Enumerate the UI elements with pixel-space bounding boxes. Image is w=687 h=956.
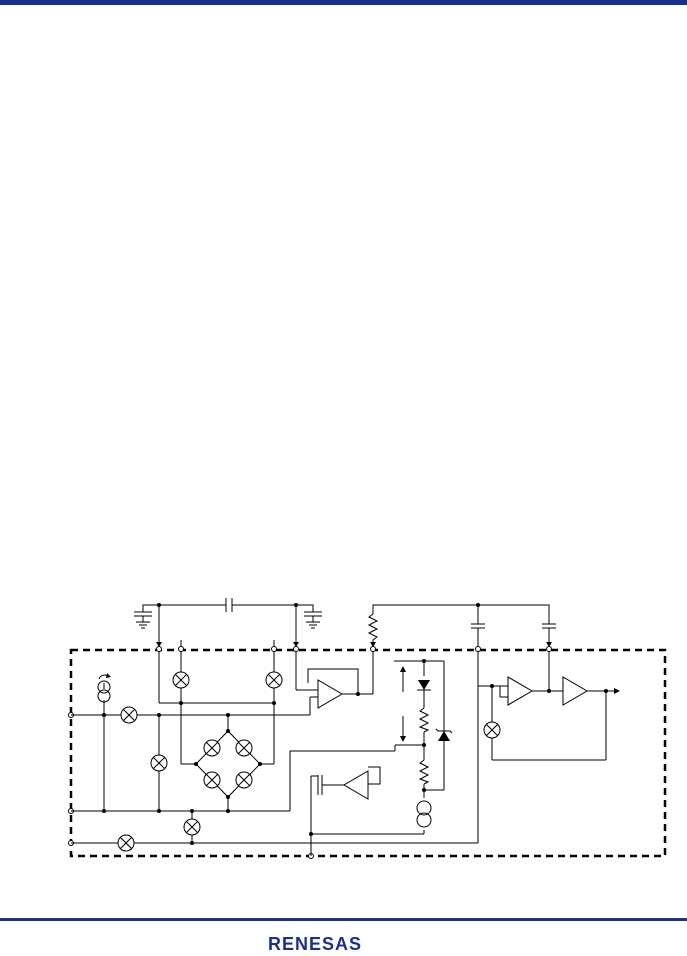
capacitor-top: [225, 598, 233, 612]
circuit-block-diagram: [68, 598, 667, 859]
internal-wiring: [71, 651, 620, 856]
multiplier-3: [120, 706, 138, 724]
external-wiring: [142, 604, 550, 649]
multiplier-elements: [117, 671, 501, 852]
footer-rule: [0, 918, 687, 921]
capacitor-ext-1: [471, 623, 485, 629]
logo-text: RENESAS: [268, 934, 362, 954]
ground-capacitor-left: [134, 611, 152, 629]
multiplier-10: [117, 834, 135, 852]
multiplier-11: [483, 721, 501, 739]
multiplier-7: [203, 771, 221, 789]
diode: [417, 680, 431, 691]
ground-capacitor-right: [304, 611, 322, 629]
multiplier-9: [183, 818, 201, 836]
junctions: [102, 603, 608, 845]
chip-boundary: [69, 648, 667, 858]
multiplier-1: [172, 671, 190, 689]
amplifier-3: [507, 676, 533, 706]
multiplier-6: [235, 739, 253, 757]
current-arrows: [400, 666, 406, 742]
renesas-logo: RENESAS: [268, 934, 362, 954]
current-source-2: [416, 800, 432, 828]
pin-arrows: [156, 642, 552, 647]
multiplier-8: [235, 771, 253, 789]
header-rule: [0, 0, 687, 5]
multiplier-5: [203, 739, 221, 757]
zener-diode: [435, 728, 453, 741]
current-source-1: [97, 673, 111, 703]
transistor: [310, 775, 323, 795]
resistor-internal-2: [418, 759, 430, 785]
amplifier-4: [562, 676, 588, 706]
bridge-network: [195, 730, 261, 798]
pins: [68, 646, 552, 859]
resistor-external: [367, 613, 379, 641]
amplifier-1: [317, 679, 343, 709]
resistor-internal-1: [418, 707, 430, 733]
multiplier-2: [265, 671, 283, 689]
capacitor-ext-2: [542, 623, 556, 629]
multiplier-4: [150, 754, 168, 772]
amplifier-2: [343, 770, 369, 800]
